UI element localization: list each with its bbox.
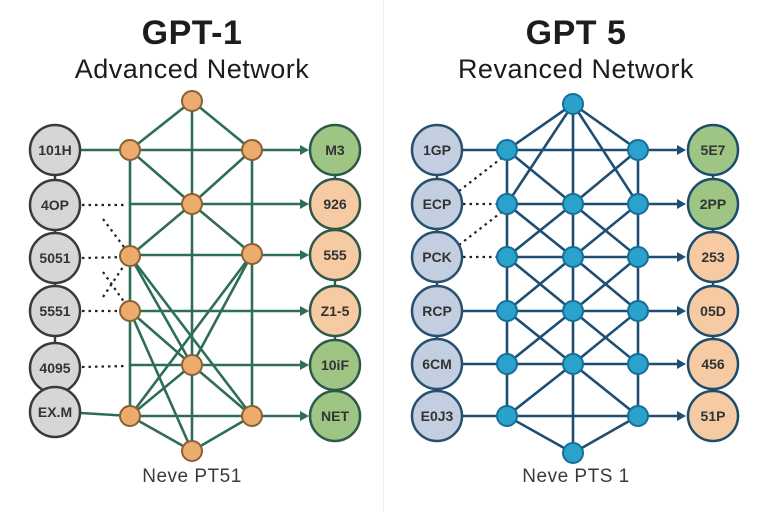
hidden-node xyxy=(181,354,203,376)
input-node-label: RCP xyxy=(422,303,452,319)
input-node xyxy=(410,230,464,284)
output-node xyxy=(686,337,740,391)
right-output-nodes: 5E7 2PP 253 05D 456 51P xyxy=(686,123,740,443)
hidden-node xyxy=(496,193,518,215)
right-subtitle: Revanced Network xyxy=(457,54,695,84)
hidden-node xyxy=(496,405,518,427)
panel-divider xyxy=(383,0,384,512)
hidden-node xyxy=(496,300,518,322)
output-node-label: 2PP xyxy=(700,196,726,212)
input-node-label: ECP xyxy=(423,196,452,212)
input-node xyxy=(28,231,82,285)
hidden-node xyxy=(627,193,649,215)
output-node xyxy=(686,177,740,231)
hidden-node xyxy=(496,246,518,268)
right-hidden-nodes xyxy=(496,93,649,464)
input-node-label: 5551 xyxy=(39,303,70,319)
input-node xyxy=(28,284,82,338)
output-node xyxy=(308,389,362,443)
input-node xyxy=(410,123,464,177)
output-node-label: 10iF xyxy=(321,357,349,373)
output-node xyxy=(308,123,362,177)
output-node-label: Z1-5 xyxy=(321,303,350,319)
hidden-node xyxy=(181,193,203,215)
input-node-label: 4095 xyxy=(39,360,70,376)
hidden-node xyxy=(241,243,263,265)
hidden-node xyxy=(119,300,141,322)
hidden-node xyxy=(119,139,141,161)
input-node xyxy=(28,123,82,177)
hidden-node xyxy=(627,300,649,322)
output-node xyxy=(308,284,362,338)
input-node xyxy=(410,177,464,231)
hidden-node xyxy=(627,139,649,161)
right-title: GPT 5 xyxy=(525,14,627,52)
hidden-node xyxy=(119,245,141,267)
left-network-edges xyxy=(79,99,302,453)
input-node xyxy=(410,389,464,443)
right-arrowheads xyxy=(677,145,686,421)
input-node-label: 6CM xyxy=(422,356,452,372)
output-node-label: 926 xyxy=(323,196,347,212)
output-node-label: 51P xyxy=(701,408,726,424)
right-caption: Neve PTS 1 xyxy=(522,466,630,487)
input-node-label: EX.M xyxy=(38,404,72,420)
left-caption: Neve PT51 xyxy=(142,466,242,487)
output-node-label: 555 xyxy=(323,247,347,263)
hidden-node xyxy=(241,139,263,161)
hidden-node xyxy=(119,405,141,427)
right-input-nodes: 1GP ECP PCK RCP 6CM E0J3 xyxy=(410,123,464,443)
hidden-node xyxy=(562,93,584,115)
left-hidden-nodes xyxy=(119,90,263,462)
output-node-label: NET xyxy=(321,408,349,424)
output-node-label: 456 xyxy=(701,356,725,372)
input-node-label: E0J3 xyxy=(421,408,454,424)
hidden-node xyxy=(496,353,518,375)
output-node xyxy=(686,389,740,443)
output-node xyxy=(686,123,740,177)
hidden-node xyxy=(562,300,584,322)
left-dotted-connectors xyxy=(81,203,128,369)
output-node xyxy=(686,284,740,338)
input-node xyxy=(28,385,82,439)
output-node-label: 5E7 xyxy=(701,142,726,158)
hidden-node xyxy=(496,139,518,161)
hidden-node xyxy=(562,193,584,215)
hidden-node xyxy=(562,353,584,375)
input-node-label: 4OP xyxy=(41,197,69,213)
input-node xyxy=(410,337,464,391)
input-node-label: 5051 xyxy=(39,250,70,266)
output-node-label: M3 xyxy=(325,142,345,158)
hidden-node xyxy=(562,442,584,464)
input-node-label: 1GP xyxy=(423,142,451,158)
left-arrowheads xyxy=(300,145,309,421)
output-node-label: 05D xyxy=(700,303,726,319)
hidden-node xyxy=(562,246,584,268)
hidden-node xyxy=(241,405,263,427)
input-node xyxy=(28,178,82,232)
input-node-label: PCK xyxy=(422,249,452,265)
left-title: GPT-1 xyxy=(141,14,243,52)
hidden-node xyxy=(181,90,203,112)
hidden-node xyxy=(627,405,649,427)
right-network: 1GP ECP PCK RCP 6CM E0J3 5E7 2PP 253 05D 456 51P xyxy=(410,93,740,464)
left-subtitle: Advanced Network xyxy=(74,54,310,84)
output-node-label: 253 xyxy=(701,249,725,265)
hidden-node xyxy=(181,440,203,462)
input-node xyxy=(410,284,464,338)
output-node xyxy=(308,228,362,282)
hidden-node xyxy=(627,246,649,268)
hidden-node xyxy=(627,353,649,375)
input-node-label: 101H xyxy=(38,142,71,158)
output-node xyxy=(686,230,740,284)
